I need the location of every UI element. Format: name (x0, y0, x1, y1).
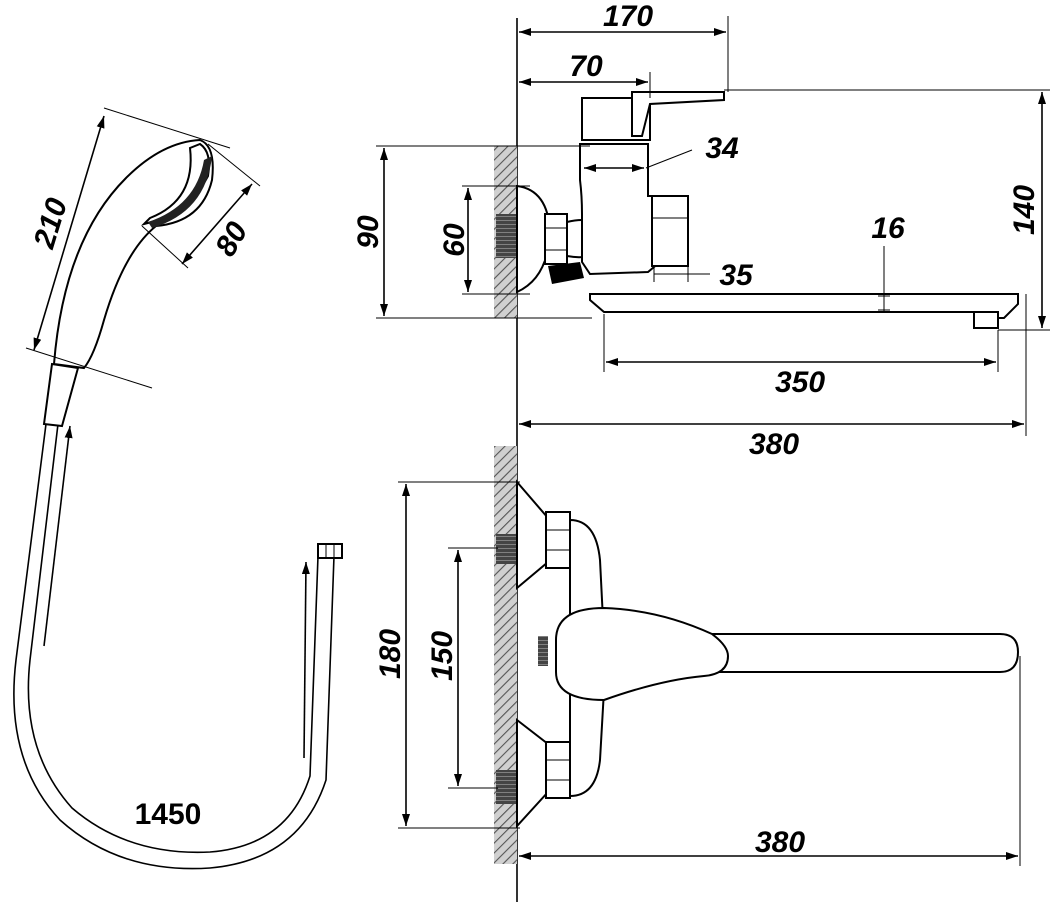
side-diverter (651, 195, 689, 267)
dim-line-210 (33, 115, 105, 351)
dim-arrow-hose-right (301, 561, 310, 759)
dim-label-eccentric-height: 60 (438, 223, 471, 257)
top-lever (555, 606, 730, 702)
side-mixer-body (579, 143, 661, 276)
side-spout (589, 293, 1019, 319)
top-nut-upper (545, 511, 571, 569)
shower-hose-inner (27, 423, 319, 854)
top-thread-center (538, 636, 548, 666)
dim-label-total-reach: 380 (749, 428, 799, 461)
side-washer (548, 262, 584, 284)
top-escutcheon-upper (516, 479, 549, 591)
shower-set: 210 80 1450 (13, 107, 343, 870)
dim-label-body-height: 90 (352, 215, 385, 249)
side-view-faucet (496, 91, 1019, 329)
side-lever (631, 91, 725, 137)
side-nut (544, 213, 568, 265)
top-nut-lower (545, 741, 571, 799)
dim-label-bracket-height: 180 (374, 629, 407, 679)
dim-label-inlet-size: 35 (719, 259, 754, 292)
top-view-dimensions: 180 150 380 (374, 481, 1021, 866)
dim-label-top-reach: 380 (755, 826, 805, 859)
dim-label-hose-length: 1450 (135, 798, 202, 831)
dim-label-lever-gap: 34 (705, 132, 739, 165)
dim-label-spout-thickness: 16 (871, 212, 905, 245)
side-view-dimensions: 170 70 34 90 60 140 16 35 (352, 0, 1050, 461)
dim-label-connection-spacing: 150 (426, 631, 459, 681)
shower-hose-outer (13, 423, 335, 870)
top-thread-upper (496, 534, 517, 564)
top-spout (699, 633, 1020, 673)
dim-arrow-hose-left (43, 425, 73, 647)
side-thread (496, 214, 517, 258)
dim-label-head-diameter: 80 (209, 216, 254, 262)
dim-label-head-length: 210 (28, 194, 75, 253)
wall-section (494, 18, 518, 902)
dim-label-mixer-offset: 70 (569, 50, 603, 83)
hose-cone (42, 362, 80, 428)
top-view-faucet (496, 479, 1020, 829)
dim-label-spout-length: 350 (775, 366, 825, 399)
dim-label-outlet-height: 140 (1008, 185, 1041, 235)
top-thread-lower (496, 770, 517, 804)
hose-nut (317, 543, 343, 559)
dim-label-overall-width: 170 (603, 0, 653, 33)
top-escutcheon-lower (516, 717, 549, 829)
side-aerator (973, 311, 999, 329)
dim-line-80 (181, 183, 253, 265)
